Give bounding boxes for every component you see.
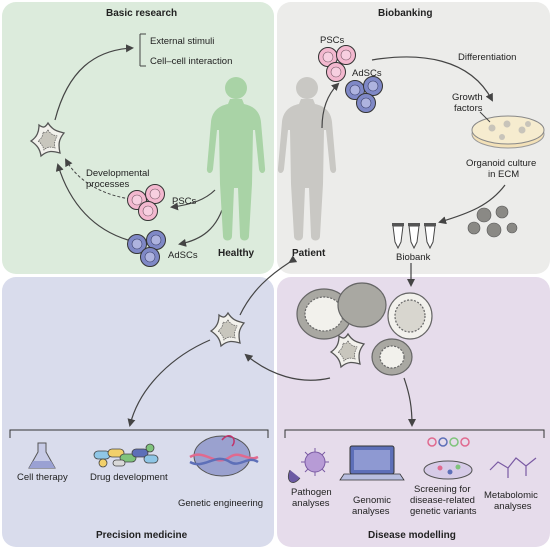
pathogen-analyses-label-2: analyses [292, 498, 330, 509]
pathogen-analyses-label-1: Pathogen [291, 487, 332, 498]
bio-adscs-label: AdSCs [352, 68, 382, 79]
developmental-processes-label-2: processes [86, 179, 130, 190]
metabolomic-analyses-label-1: Metabolomic [484, 490, 538, 501]
basic-adscs-label: AdSCs [168, 250, 198, 261]
genomic-analyses-label-1: Genomic [353, 495, 392, 506]
biobank-label: Biobank [396, 252, 431, 263]
external-stimuli-label: External stimuli [150, 36, 215, 47]
organoid-culture-label-2: in ECM [488, 169, 520, 180]
organoid-culture-label-1: Organoid culture [466, 158, 537, 169]
metabolomic-analyses-label-2: analyses [494, 501, 532, 512]
bio-pscs-label: PSCs [320, 35, 345, 46]
basic-research-title: Basic research [106, 8, 178, 19]
organoid-star-basic [30, 122, 65, 157]
genetic-engineering-label: Genetic engineering [178, 498, 264, 509]
cell-cell-interaction-label: Cell–cell interaction [150, 56, 233, 67]
developmental-processes-label-1: Developmental [86, 168, 150, 179]
cell-therapy-label: Cell therapy [17, 472, 68, 483]
basic-pscs-label: PSCs [172, 196, 197, 207]
healthy-person-figure [206, 77, 266, 241]
screening-label-3: genetic variants [410, 506, 477, 517]
genomic-analyses-label-2: analyses [352, 506, 390, 517]
patient-label: Patient [292, 248, 326, 259]
screening-label-1: Screening for [414, 484, 471, 495]
growth-factors-label-2: factors [454, 103, 483, 114]
growth-factors-label-1: Growth [452, 92, 483, 103]
drug-development-label: Drug development [90, 472, 168, 483]
disease-modelling-title: Disease modelling [368, 530, 456, 541]
patient-figure [277, 77, 337, 241]
biobanking-title: Biobanking [378, 8, 433, 19]
precision-medicine-title: Precision medicine [96, 530, 188, 541]
differentiation-label: Differentiation [458, 52, 517, 63]
screening-label-2: disease-related [410, 495, 475, 506]
healthy-label: Healthy [218, 248, 255, 259]
